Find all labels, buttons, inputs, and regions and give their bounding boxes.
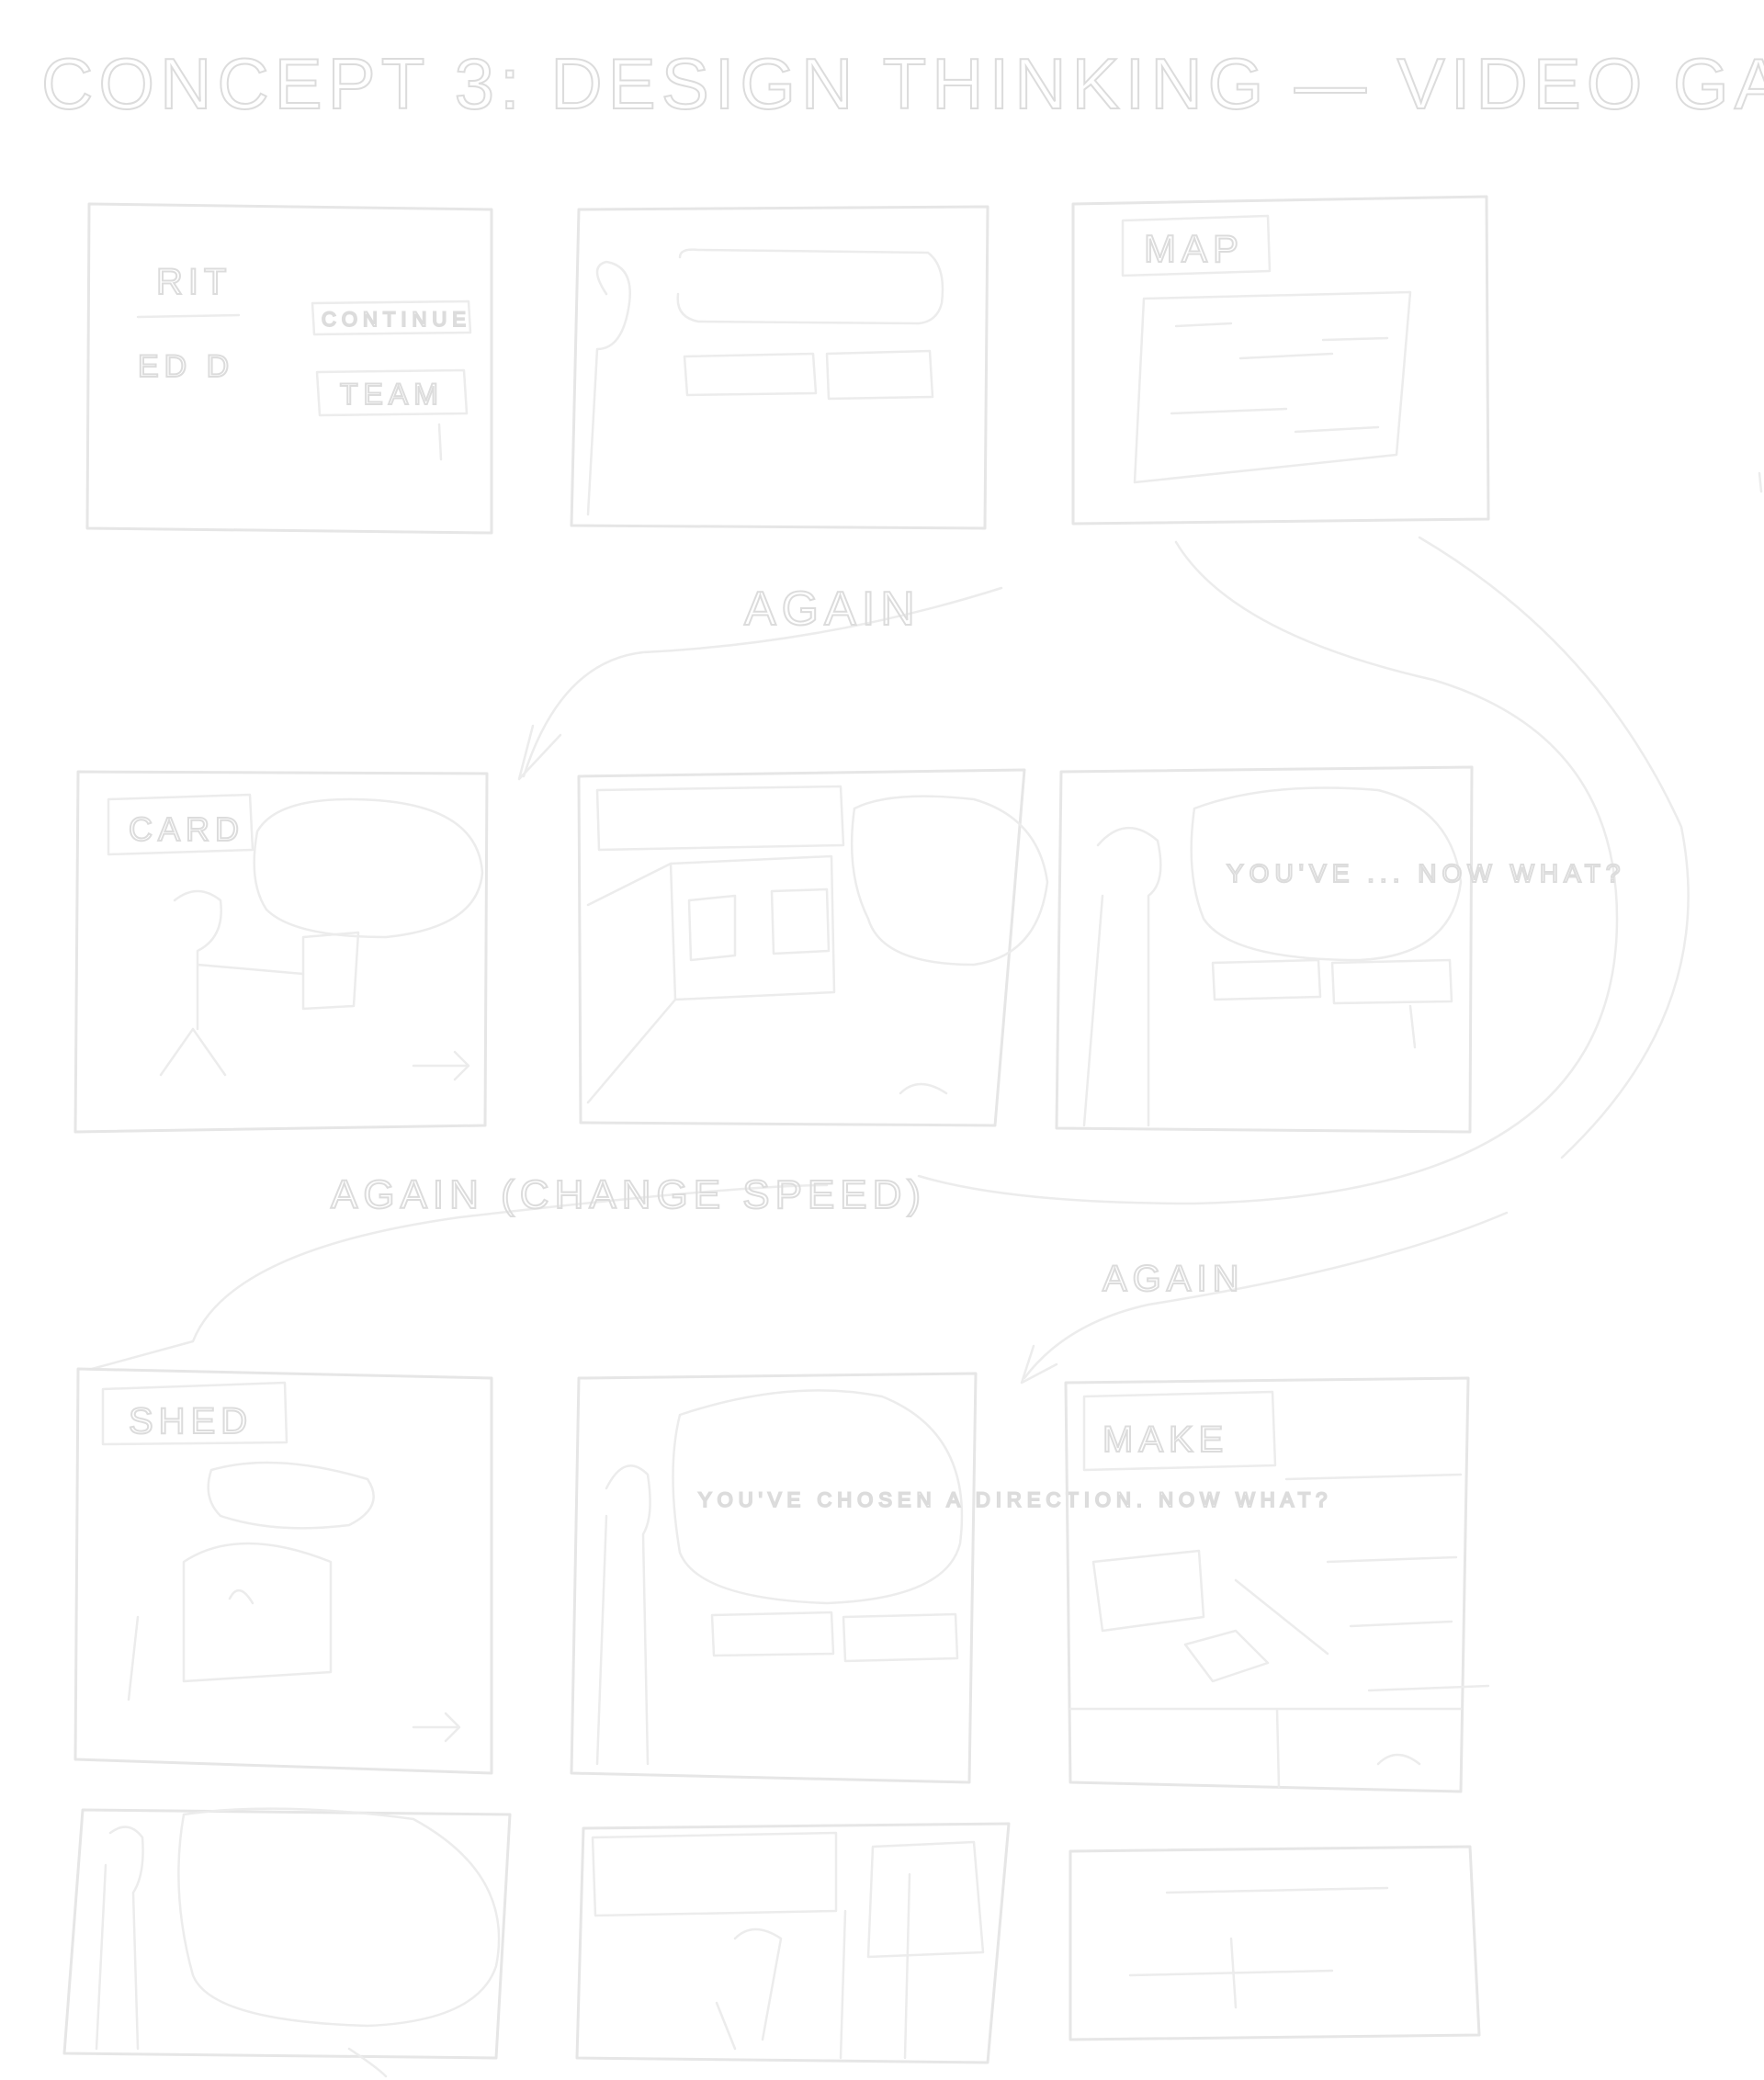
person-figure: [595, 1464, 651, 1766]
cursor-icon: [437, 423, 443, 461]
hand-icon: [1376, 1753, 1421, 1766]
edge-mark: [1758, 471, 1763, 493]
arrow-loop-right: [917, 536, 1690, 1205]
laptop-sketch: [1091, 1549, 1329, 1683]
panel-4-tag: CARD: [107, 793, 254, 856]
device-screen: [669, 854, 836, 1001]
panel-3: MAP: [1071, 195, 1490, 526]
panel-4: CARD: [74, 770, 489, 1134]
speech-bubble: [676, 248, 944, 325]
panel-9-tag: MAKE: [1082, 1390, 1277, 1472]
arrow-again-1: AGAIN: [517, 582, 1003, 781]
svg-text:AGAIN: AGAIN: [744, 582, 921, 636]
svg-text:MAKE: MAKE: [1102, 1419, 1228, 1460]
panel-1: RIT ED D CONTINUE TEAM: [85, 202, 493, 535]
panel-8: YOU'VE CHOSEN A DIRECTION. NOW WHAT?: [570, 1372, 1332, 1784]
panel-8-button-1: [710, 1611, 835, 1657]
card-icon: [301, 931, 360, 1011]
speech-bubble: [672, 1389, 964, 1605]
panel-7: SHED: [74, 1367, 493, 1775]
panel-1-button-team: TEAM: [315, 368, 469, 461]
person-figure: [1082, 827, 1162, 1127]
svg-text:CONTINUE: CONTINUE: [322, 308, 471, 331]
panel-2: [570, 205, 989, 530]
panel-9: MAKE: [1064, 1376, 1490, 1793]
svg-text:MAP: MAP: [1144, 227, 1244, 270]
panel-2-button-2: [825, 349, 934, 401]
panel-6-speech: YOU'VE ... NOW WHAT?: [1227, 859, 1625, 887]
panel-11: [575, 1822, 1011, 2064]
panel-7-tag: SHED: [101, 1381, 288, 1446]
workshop-scene: [127, 1542, 333, 1701]
panel-6-button-1: [1211, 958, 1322, 1001]
panel-2-button-1: [683, 352, 818, 397]
panel-8-button-2: [842, 1612, 959, 1663]
hand-icon: [899, 1082, 948, 1095]
svg-text:TEAM: TEAM: [340, 378, 444, 411]
person-figure: [95, 1826, 144, 2051]
panel-1-button-continue: CONTINUE: [311, 300, 472, 336]
panel-5-tag: [595, 785, 845, 852]
arrow-icon: [412, 1050, 470, 1081]
panel-6-button-2: [1330, 958, 1453, 1005]
person-figure: [159, 889, 305, 1077]
panel-6: YOU'VE ... NOW WHAT?: [1055, 765, 1625, 1134]
arrow-again-2: AGAIN (CHANGE SPEED): [90, 1171, 926, 1371]
svg-text:AGAIN: AGAIN: [1102, 1259, 1244, 1299]
svg-text:SHED: SHED: [129, 1401, 253, 1441]
cursor-icon: [1408, 1004, 1417, 1049]
panel-8-speech: YOU'VE CHOSEN A DIRECTION. NOW WHAT?: [698, 1488, 1332, 1511]
panel-10: [62, 1807, 512, 2078]
person-figure: [586, 260, 631, 516]
panel-1-line-1: RIT: [156, 262, 232, 302]
speech-bubble: [253, 797, 484, 939]
panel-1-line-2: ED D: [138, 349, 234, 384]
panel-5: [577, 768, 1049, 1127]
thought-bubble: [207, 1461, 375, 1530]
svg-text:AGAIN (CHANGE SPEED): AGAIN (CHANGE SPEED): [331, 1172, 926, 1217]
arrow-again-3: AGAIN: [1020, 1211, 1509, 1385]
panel-3-tag: MAP: [1121, 214, 1272, 277]
panel-11-tag: [591, 1831, 838, 1917]
map-illustration: [1133, 290, 1412, 484]
speech-bubble: [850, 795, 1049, 967]
page-title: CONCEPT 3: DESIGN THINKING — VIDEO GAME: [41, 43, 1764, 124]
arrow-icon: [412, 1712, 461, 1743]
speech-bubble: [1190, 786, 1463, 962]
speech-bubble: [177, 1807, 501, 2028]
svg-text:CARD: CARD: [129, 810, 244, 848]
panel-12: [1069, 1845, 1481, 2041]
